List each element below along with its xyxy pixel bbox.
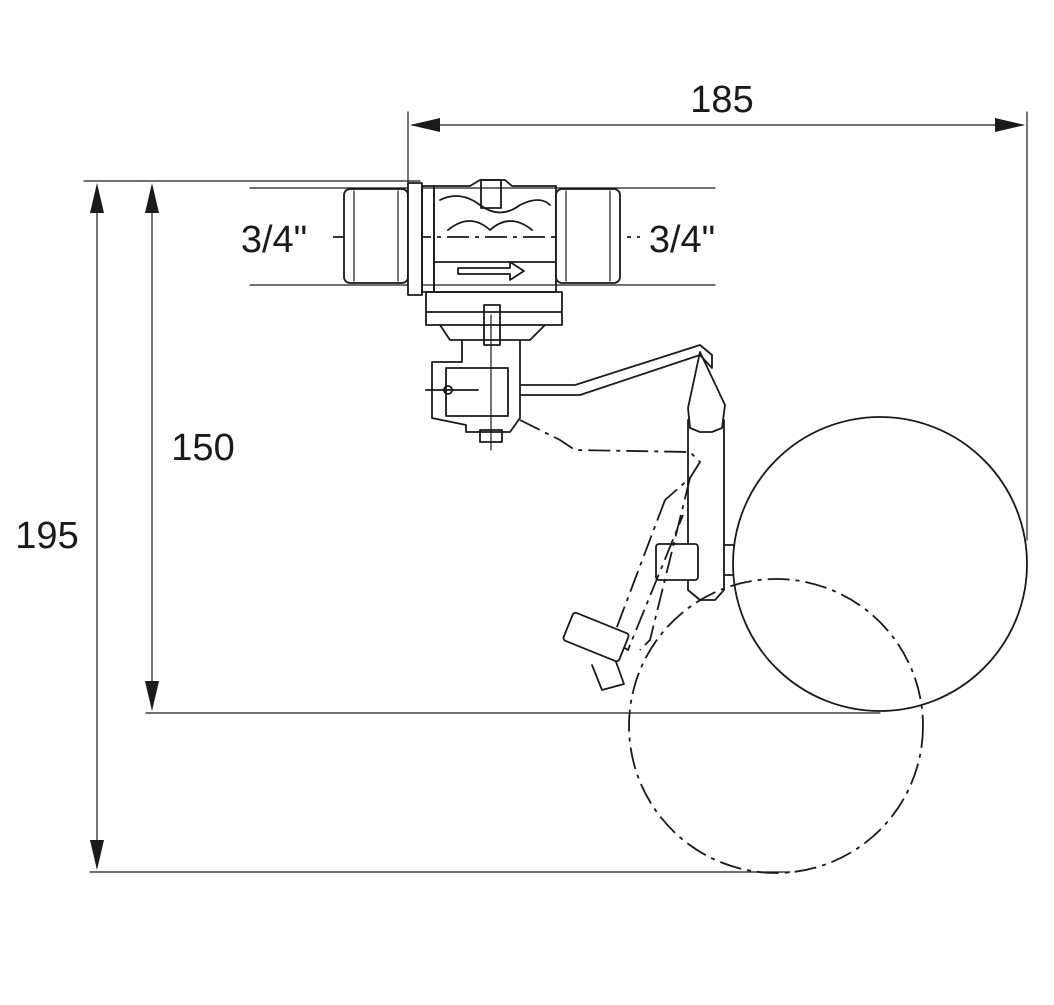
float-arm-lower-dashed [519, 419, 702, 652]
right-hex-nut [555, 188, 621, 284]
dimension-185: 185 [407, 79, 1028, 541]
arrow-right-icon [995, 118, 1025, 132]
arrow-left-icon [410, 118, 440, 132]
pipe-lines [249, 187, 716, 286]
flow-arrow-icon [457, 261, 525, 281]
arrow-up-icon [90, 183, 104, 213]
arrow-up-icon [145, 183, 159, 213]
float-arm-lower-clip [562, 611, 630, 691]
flange-plate [407, 182, 423, 296]
valve-body [343, 179, 621, 451]
dimension-label-195: 195 [15, 515, 78, 557]
float-arm-upper [519, 344, 746, 601]
thread-size-right-label: 3/4" [649, 219, 715, 261]
dimension-label-185: 185 [690, 79, 753, 121]
dimension-195: 195 [15, 180, 791, 873]
thread-size-left-label: 3/4" [241, 219, 307, 261]
float-ball-lower-dashed [628, 578, 924, 874]
arrow-down-icon [145, 681, 159, 711]
float-ball-upper [732, 416, 1028, 712]
dimension-150: 150 [139, 180, 881, 714]
arrow-down-icon [90, 840, 104, 870]
dimension-label-150: 150 [171, 427, 234, 469]
